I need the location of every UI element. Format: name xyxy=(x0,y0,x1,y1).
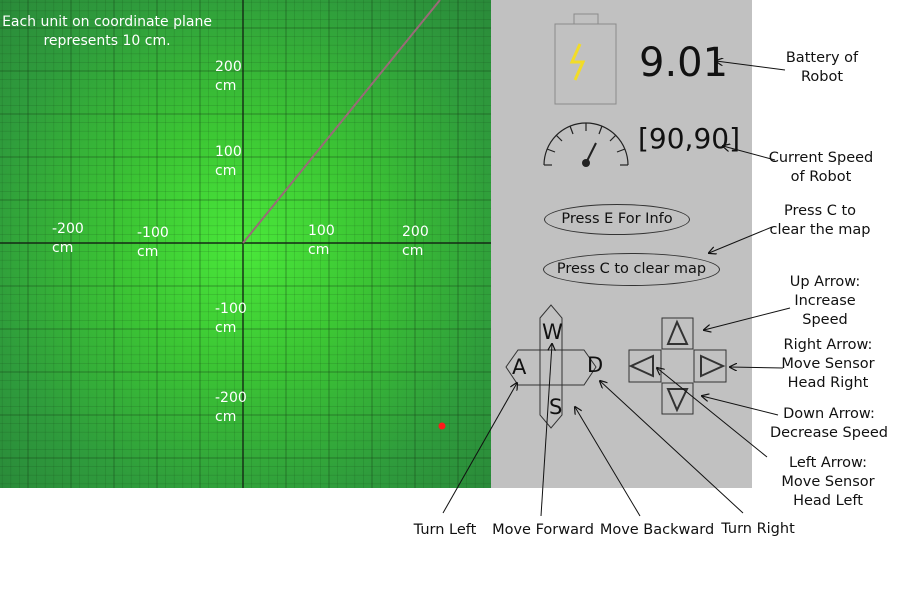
key-w[interactable] xyxy=(539,304,563,351)
robot-path-line xyxy=(242,0,441,244)
x-label-neg-200: -200 cm xyxy=(52,221,84,256)
clear-map-button[interactable]: Press C to clear map xyxy=(543,253,720,286)
map-scale-note: Each unit on coordinate plane represents… xyxy=(2,14,212,49)
lightning-bolt-icon xyxy=(569,43,586,81)
left-arrow-annotation: Left Arrow: Move Sensor Head Left xyxy=(781,455,875,509)
down-arrow-icon xyxy=(666,388,689,413)
arrow-left-key[interactable] xyxy=(628,349,662,383)
up-arrow-icon xyxy=(666,319,689,345)
control-panel: 9.01 [90,90] Press E For Info Press C to… xyxy=(491,0,752,488)
arrow-up-key[interactable] xyxy=(661,317,694,350)
right-arrow-annotation: Right Arrow: Move Sensor Head Right xyxy=(781,337,875,391)
turn-right-annotation: Turn Right xyxy=(721,521,795,537)
speed-value: [90,90] xyxy=(638,122,741,155)
key-d[interactable] xyxy=(561,349,597,386)
left-arrow-icon xyxy=(628,354,654,378)
key-a-label: A xyxy=(512,355,527,379)
down-arrow-annotation: Down Arrow: Decrease Speed xyxy=(769,406,889,441)
arrow-keypad xyxy=(628,317,727,415)
key-s[interactable] xyxy=(539,384,563,429)
map-grid xyxy=(0,0,491,488)
move-forward-annotation: Move Forward xyxy=(492,522,594,538)
coordinate-map[interactable]: Each unit on coordinate plane represents… xyxy=(0,0,491,488)
y-label-neg-200: -200 cm xyxy=(215,390,247,425)
speed-annotation: Current Speed of Robot xyxy=(768,150,874,185)
robot-position-dot xyxy=(438,422,446,430)
x-label-100: 100 cm xyxy=(308,223,335,258)
battery-value: 9.01 xyxy=(639,40,729,86)
speedometer-icon xyxy=(543,122,629,167)
key-s-label: S xyxy=(549,395,563,419)
clear-annotation: Press C to clear the map xyxy=(769,203,871,238)
battery-icon xyxy=(554,13,617,105)
info-button[interactable]: Press E For Info xyxy=(544,204,690,235)
key-d-label: D xyxy=(587,353,604,377)
x-label-neg-100: -100 cm xyxy=(137,225,169,260)
battery-annotation: Battery of Robot xyxy=(785,50,859,85)
y-label-200: 200 cm xyxy=(215,59,242,94)
turn-left-annotation: Turn Left xyxy=(413,522,477,538)
right-arrow-icon xyxy=(700,354,726,378)
move-backward-annotation: Move Backward xyxy=(599,522,715,538)
y-label-100: 100 cm xyxy=(215,144,242,179)
y-label-neg-100: -100 cm xyxy=(215,301,247,336)
key-w-label: W xyxy=(542,320,563,344)
up-arrow-annotation: Up Arrow: Increase Speed xyxy=(789,274,861,328)
x-label-200: 200 cm xyxy=(402,224,429,259)
